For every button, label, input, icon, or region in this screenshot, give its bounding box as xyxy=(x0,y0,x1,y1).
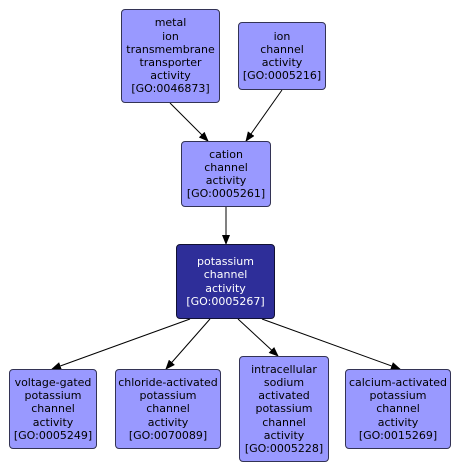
node-label-line: transporter xyxy=(139,56,202,69)
node-go-id: [GO:0005228] xyxy=(244,442,324,455)
node-label-line: potassium xyxy=(139,389,197,403)
go-node-0015269[interactable]: calcium-activated potassium channel acti… xyxy=(345,369,451,449)
go-node-0046873[interactable]: metal ion transmembrane transporter acti… xyxy=(121,9,220,103)
node-label-line: activity xyxy=(261,56,303,69)
node-label-line: potassium xyxy=(255,402,313,416)
node-label-line: sodium xyxy=(263,375,305,389)
node-go-id: [GO:0015269] xyxy=(358,428,438,442)
go-node-0005216[interactable]: ion channel activity [GO:0005216] xyxy=(238,22,326,90)
node-label-line: voltage-gated xyxy=(14,375,92,389)
node-label-line: potassium xyxy=(369,389,427,403)
node-label-line: transmembrane xyxy=(126,42,215,56)
node-label-line: ion xyxy=(162,29,179,43)
node-label-line: intracellular xyxy=(251,362,317,376)
node-label-line: activity xyxy=(377,415,419,429)
node-label-line: activated xyxy=(258,389,310,403)
node-label-line: channel xyxy=(204,160,248,174)
node-go-id: [GO:0046873] xyxy=(131,82,210,96)
edge-go0005267-to-go0015269 xyxy=(261,318,401,370)
node-label-line: chloride-activated xyxy=(118,375,218,389)
node-label-line: activity xyxy=(150,69,191,83)
go-node-0070089[interactable]: chloride-activated potassium channel act… xyxy=(115,369,221,449)
node-label-line: channel xyxy=(262,415,306,429)
node-label-line: metal xyxy=(154,16,187,30)
node-label-line: calcium-activated xyxy=(348,375,448,389)
node-label-line: activity xyxy=(205,281,246,295)
node-label-line: channel xyxy=(31,402,75,416)
edge-go0005267-to-go0005228 xyxy=(237,318,279,357)
node-go-id: [GO:0070089] xyxy=(128,428,208,442)
node-label-line: channel xyxy=(203,268,248,282)
edge-go0046873-to-go0005261 xyxy=(169,102,209,142)
go-node-0005228[interactable]: intracellular sodium activated potassium… xyxy=(239,356,329,462)
node-label-line: potassium xyxy=(197,255,254,269)
edge-go0005216-to-go0005261 xyxy=(245,89,283,142)
node-label-line: activity xyxy=(32,415,74,429)
edge-go0005267-to-go0070089 xyxy=(165,318,211,370)
edge-go0005267-to-go0005249 xyxy=(51,318,191,370)
node-label-line: channel xyxy=(376,402,420,416)
node-label-line: channel xyxy=(260,42,304,56)
node-label-line: potassium xyxy=(24,389,82,403)
node-go-id: [GO:0005261] xyxy=(186,187,266,201)
node-go-id: [GO:0005249] xyxy=(13,428,93,442)
node-go-id: [GO:0005216] xyxy=(242,69,322,83)
go-node-0005261[interactable]: cation channel activity [GO:0005261] xyxy=(181,141,271,207)
go-node-0005249[interactable]: voltage-gated potassium channel activity… xyxy=(9,369,97,449)
node-label-line: cation xyxy=(209,147,243,161)
node-label-line: channel xyxy=(146,402,190,416)
go-node-0005267[interactable]: potassium channel activity [GO:0005267] xyxy=(176,244,275,319)
node-label-line: ion xyxy=(273,29,291,43)
node-go-id: [GO:0005267] xyxy=(186,294,265,308)
node-label-line: activity xyxy=(205,174,247,187)
node-label-line: activity xyxy=(263,428,305,442)
node-label-line: activity xyxy=(147,415,189,429)
